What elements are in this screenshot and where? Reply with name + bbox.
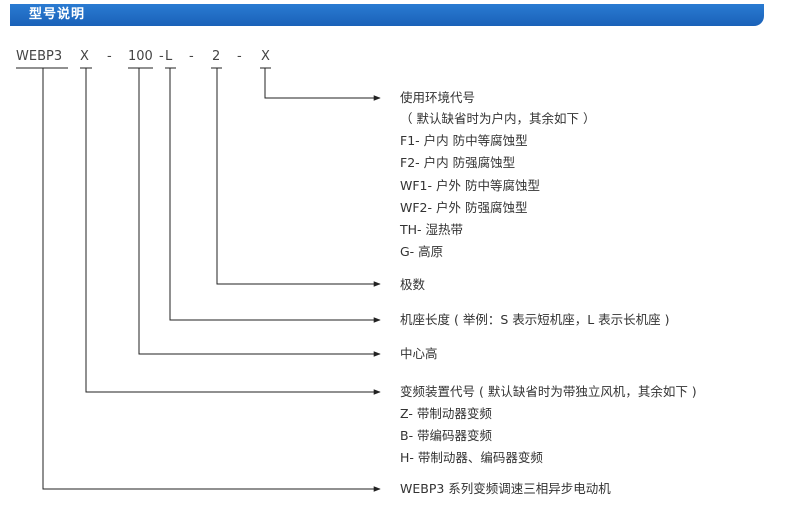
model-code-vfd: X (80, 49, 89, 64)
vfd-title: 变频装置代号 ( 默认缺省时为带独立风机，其余如下 ) (400, 384, 697, 399)
connector-center (138, 68, 381, 357)
env-title: 使用环境代号 (400, 90, 476, 105)
model-code-dash: - (189, 49, 194, 64)
model-code-poles: 2 (212, 49, 221, 64)
connector-env (264, 68, 381, 101)
series-title: WEBP3 系列变频调速三相异步电动机 (400, 481, 611, 496)
model-code-center-height: 100 (128, 49, 153, 64)
connector-seat (169, 68, 381, 323)
section-title: 型号说明 (29, 7, 86, 22)
seat-title: 机座长度 ( 举例：S 表示短机座，L 表示长机座 ) (400, 312, 670, 327)
model-code-seat-length: L (165, 49, 173, 64)
env-option-wf1: WF1- 户外 防中等腐蚀型 (400, 178, 540, 193)
model-code-dash: - (159, 49, 164, 64)
model-code-dash: - (237, 49, 242, 64)
connector-poles (216, 68, 381, 287)
vfd-option-b: B- 带编码器变频 (400, 428, 493, 443)
env-option-wf2: WF2- 户外 防强腐蚀型 (400, 200, 528, 215)
connector-vfd (85, 68, 381, 395)
vfd-option-z: Z- 带制动器变频 (400, 406, 492, 421)
env-option-f2: F2- 户内 防强腐蚀型 (400, 155, 516, 170)
model-code-dash: - (107, 49, 112, 64)
connector-series (42, 68, 381, 492)
poles-title: 极数 (400, 277, 426, 292)
model-series-code: WEBP3 (16, 49, 63, 64)
model-code-environment: X (261, 49, 270, 64)
env-option-g: G- 高原 (400, 244, 444, 259)
env-option-f1: F1- 户内 防中等腐蚀型 (400, 133, 528, 148)
env-default-note: （ 默认缺省时为户内，其余如下 ） (400, 111, 596, 126)
env-option-th: TH- 湿热带 (400, 222, 464, 237)
vfd-option-h: H- 带制动器、编码器变频 (400, 450, 543, 465)
section-header: 型号说明 (10, 4, 764, 26)
center-height-title: 中心高 (400, 346, 438, 361)
